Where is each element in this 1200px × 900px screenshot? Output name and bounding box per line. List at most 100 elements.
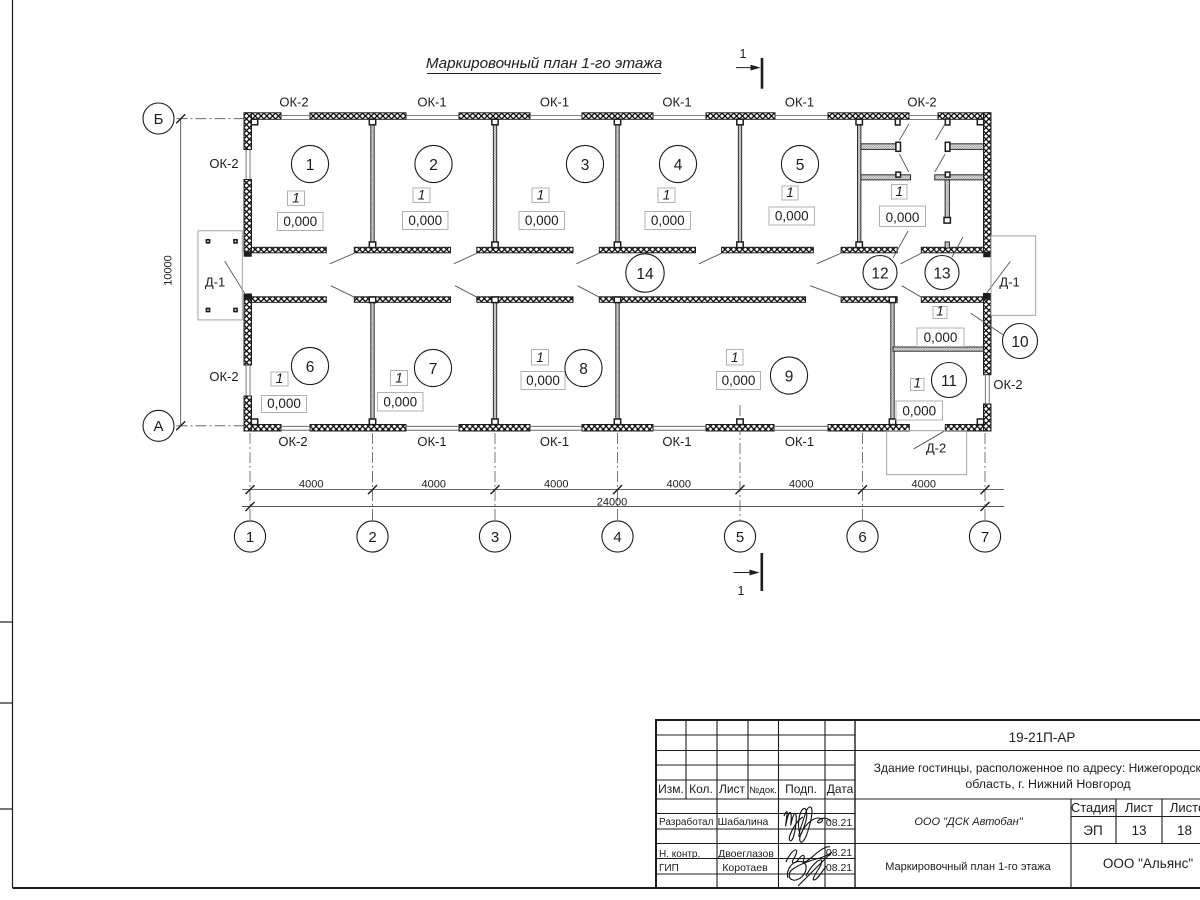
svg-text:Двоеглазов: Двоеглазов (718, 848, 774, 860)
svg-text:Лист: Лист (719, 782, 746, 796)
svg-text:1: 1 (731, 350, 739, 365)
svg-text:7: 7 (429, 361, 438, 378)
svg-text:ОК-1: ОК-1 (417, 434, 446, 449)
svg-text:11: 11 (941, 373, 957, 390)
svg-text:А: А (153, 418, 163, 435)
svg-text:4: 4 (674, 157, 683, 174)
svg-text:0,000: 0,000 (408, 213, 442, 228)
svg-text:1: 1 (292, 191, 300, 206)
svg-text:1: 1 (536, 350, 544, 365)
svg-text:Н. контр.: Н. контр. (659, 849, 700, 860)
svg-text:1: 1 (913, 376, 921, 391)
svg-text:ОК-1: ОК-1 (785, 95, 814, 110)
svg-text:Изм.: Изм. (658, 782, 684, 796)
svg-text:область, г. Нижний Новгород: область, г. Нижний Новгород (965, 777, 1131, 791)
svg-text:10: 10 (1011, 334, 1029, 351)
svg-text:4000: 4000 (789, 479, 813, 491)
svg-text:0,000: 0,000 (267, 396, 301, 411)
svg-text:Листов: Листов (1170, 800, 1200, 815)
svg-text:3: 3 (581, 157, 590, 174)
svg-text:ООО "Альянс": ООО "Альянс" (1103, 856, 1193, 871)
svg-text:ОК-1: ОК-1 (662, 95, 691, 110)
svg-text:4000: 4000 (422, 479, 446, 491)
svg-text:0,000: 0,000 (886, 210, 920, 225)
svg-text:1: 1 (895, 184, 903, 199)
svg-text:5: 5 (796, 157, 805, 174)
svg-text:0,000: 0,000 (525, 213, 559, 228)
svg-text:1: 1 (738, 584, 745, 598)
svg-text:6: 6 (858, 529, 866, 546)
svg-text:6: 6 (306, 359, 315, 376)
svg-text:ОК-2: ОК-2 (209, 369, 238, 384)
svg-text:Стадия: Стадия (1071, 800, 1115, 815)
svg-text:9: 9 (785, 368, 794, 385)
svg-text:1: 1 (740, 47, 747, 61)
svg-text:ОК-2: ОК-2 (279, 95, 308, 110)
svg-text:0,000: 0,000 (283, 214, 317, 229)
svg-text:Д-1: Д-1 (205, 275, 225, 290)
svg-text:Здание гостинцы, расположенное: Здание гостинцы, расположенное по адресу… (874, 761, 1200, 775)
svg-text:08.21: 08.21 (826, 847, 852, 859)
svg-text:5: 5 (736, 529, 744, 546)
svg-text:0,000: 0,000 (775, 209, 809, 224)
svg-text:Маркировочный план 1-го этажа: Маркировочный план 1-го этажа (885, 861, 1051, 873)
svg-text:08.21: 08.21 (826, 862, 852, 874)
svg-text:Подп.: Подп. (785, 782, 817, 796)
svg-text:ОК-1: ОК-1 (785, 434, 814, 449)
svg-text:Шабалина: Шабалина (718, 816, 769, 828)
svg-text:ОК-2: ОК-2 (278, 434, 307, 449)
svg-text:1: 1 (663, 188, 671, 203)
svg-text:Д-1: Д-1 (999, 274, 1019, 289)
svg-text:ООО "ДСК Автобан": ООО "ДСК Автобан" (914, 816, 1023, 828)
svg-text:Кол.: Кол. (689, 782, 713, 796)
svg-text:Дата: Дата (827, 782, 854, 796)
svg-text:ОК-1: ОК-1 (662, 434, 691, 449)
svg-text:ОК-2: ОК-2 (993, 377, 1022, 392)
svg-text:1: 1 (395, 371, 403, 386)
svg-text:24000: 24000 (597, 497, 628, 509)
svg-text:Б: Б (154, 111, 164, 128)
svg-text:4000: 4000 (544, 479, 568, 491)
svg-text:8: 8 (579, 361, 588, 378)
svg-text:7: 7 (981, 529, 989, 546)
svg-text:ОК-1: ОК-1 (417, 95, 446, 110)
svg-text:4000: 4000 (667, 479, 691, 491)
svg-text:1: 1 (306, 157, 315, 174)
svg-text:0,000: 0,000 (722, 373, 756, 388)
svg-text:ОК-1: ОК-1 (540, 95, 569, 110)
svg-text:19-21П-АР: 19-21П-АР (1009, 730, 1076, 745)
svg-text:Маркировочный план 1-го этажа: Маркировочный план 1-го этажа (426, 55, 662, 72)
svg-text:0,000: 0,000 (902, 404, 936, 419)
svg-text:1: 1 (786, 185, 794, 200)
svg-text:1: 1 (276, 371, 284, 386)
svg-text:ОК-2: ОК-2 (907, 95, 936, 110)
svg-text:Разработал: Разработал (659, 816, 714, 828)
svg-text:ГИП: ГИП (659, 863, 679, 874)
svg-text:14: 14 (636, 266, 654, 283)
svg-text:1: 1 (537, 188, 545, 203)
svg-text:0,000: 0,000 (383, 395, 417, 410)
svg-text:№док.: №док. (749, 785, 777, 796)
svg-text:ЭП: ЭП (1083, 823, 1102, 838)
svg-text:ОК-2: ОК-2 (209, 156, 238, 171)
svg-text:3: 3 (491, 529, 499, 546)
svg-text:4000: 4000 (912, 479, 936, 491)
svg-text:12: 12 (871, 265, 888, 282)
svg-text:13: 13 (933, 265, 950, 282)
svg-text:Д-2: Д-2 (926, 441, 946, 456)
svg-text:2: 2 (429, 157, 438, 174)
svg-text:1: 1 (936, 304, 944, 319)
svg-text:0,000: 0,000 (924, 330, 958, 345)
svg-text:10000: 10000 (163, 255, 175, 286)
svg-text:08.21: 08.21 (826, 817, 852, 829)
svg-text:18: 18 (1177, 823, 1192, 838)
svg-text:13: 13 (1131, 823, 1146, 838)
svg-text:1: 1 (418, 188, 426, 203)
svg-text:1: 1 (246, 529, 254, 546)
svg-text:0,000: 0,000 (651, 213, 685, 228)
svg-text:ОК-1: ОК-1 (540, 434, 569, 449)
svg-text:Лист: Лист (1125, 800, 1153, 815)
svg-text:0,000: 0,000 (526, 373, 560, 388)
svg-text:4: 4 (613, 529, 621, 546)
svg-text:4000: 4000 (299, 479, 323, 491)
